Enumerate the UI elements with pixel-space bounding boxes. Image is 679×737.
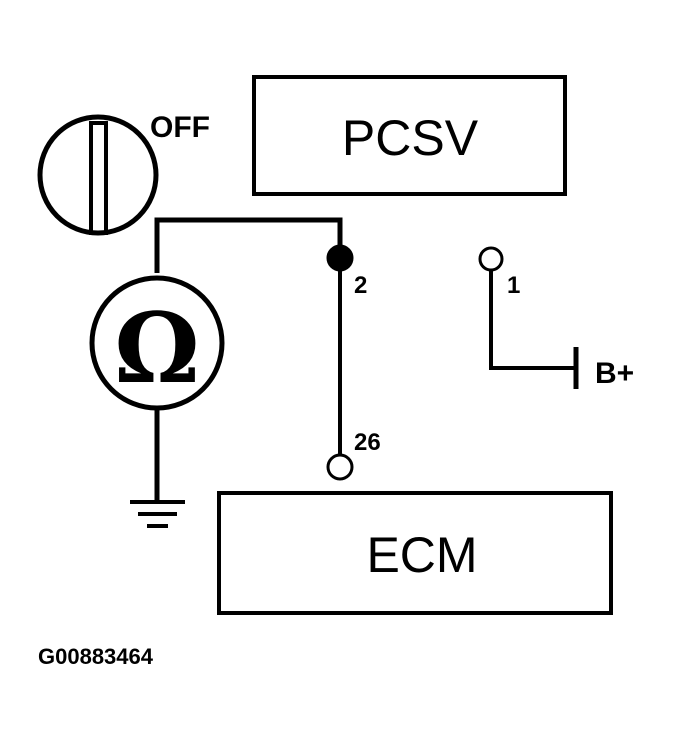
pin-1-terminal (478, 246, 504, 272)
pin1-to-bplus-wire (489, 270, 574, 370)
pin-26-terminal (326, 453, 354, 481)
pcsv-box (252, 75, 567, 196)
ignition-key-icon (37, 114, 159, 236)
bplus-label: B+ (595, 357, 634, 390)
pin-26-label: 26 (354, 429, 381, 456)
pin-2-label: 2 (354, 272, 367, 299)
pin-1-label: 1 (507, 272, 520, 299)
meter-to-pin2-wire (154, 217, 343, 273)
ohm-symbol: Ω (114, 292, 199, 405)
pin-2-terminal (326, 244, 354, 272)
figure-id: G00883464 (38, 644, 154, 669)
ecm-label: ECM (366, 527, 477, 583)
ecm-box (217, 491, 613, 615)
pcsv-label: PCSV (342, 110, 479, 166)
ground-icon (130, 500, 185, 528)
ohmmeter-icon: Ω (89, 275, 225, 411)
ignition-off-label: OFF (150, 111, 210, 144)
